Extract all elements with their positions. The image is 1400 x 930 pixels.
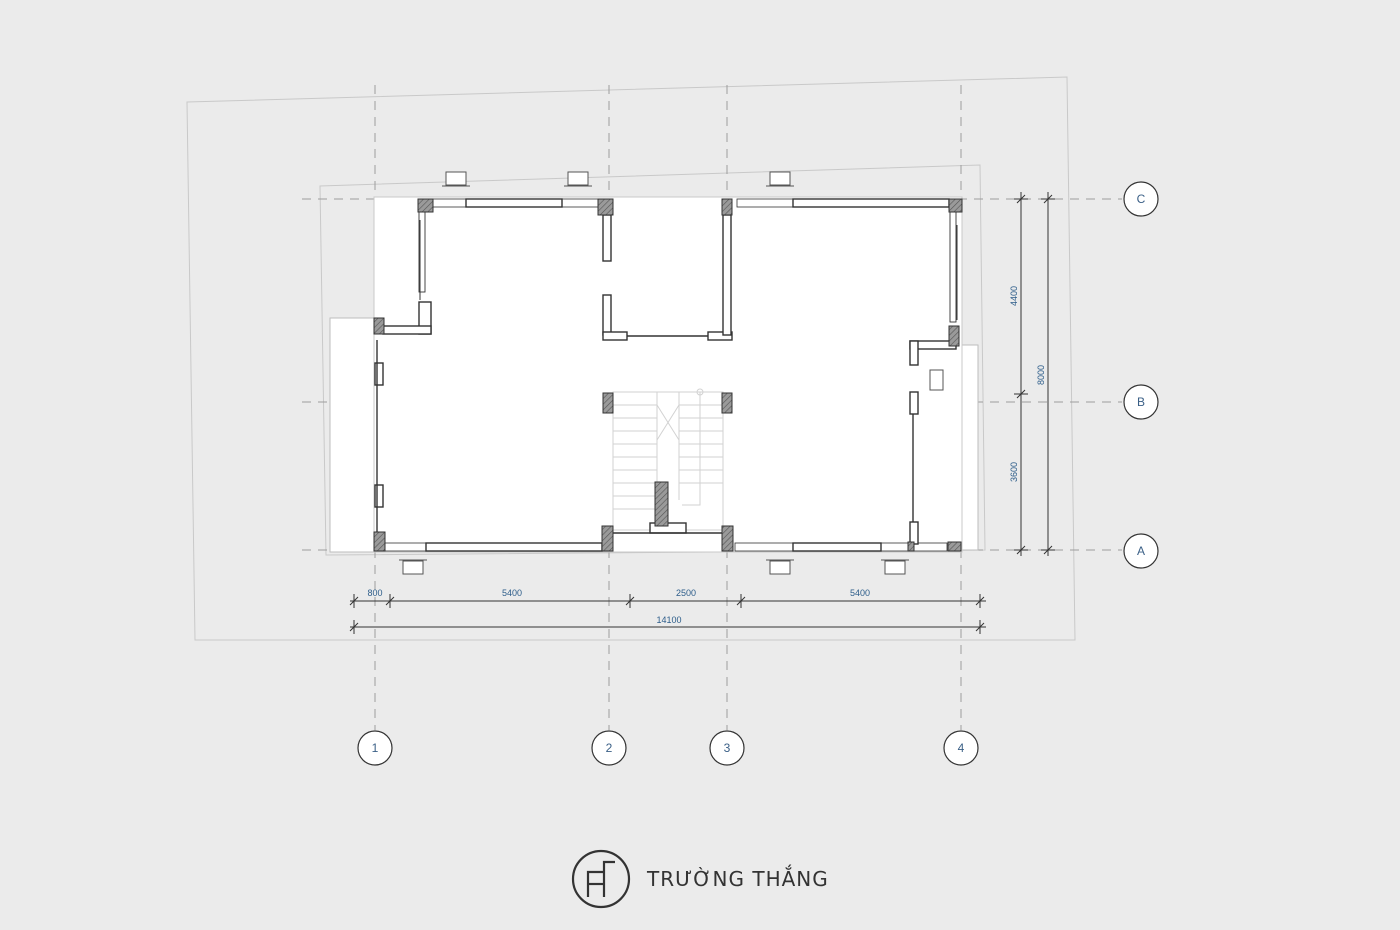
dimension-label: 5400 xyxy=(850,588,870,598)
grid-bubble-4: 4 xyxy=(943,730,979,766)
overall-dimension-label: 14100 xyxy=(656,615,681,625)
dimension-label: 5400 xyxy=(502,588,522,598)
dimension-label: 2500 xyxy=(676,588,696,598)
grid-label: 1 xyxy=(372,741,379,755)
grid-label: A xyxy=(1137,544,1145,558)
grid-bubble-a: A xyxy=(1123,533,1159,569)
ac-units xyxy=(399,171,944,575)
grid-label: 3 xyxy=(724,741,731,755)
grid-label: 4 xyxy=(958,741,965,755)
brand-name: TRƯỜNG THẮNG xyxy=(646,865,829,891)
grid-bubble-1: 1 xyxy=(357,730,393,766)
truong-thang-logo-icon xyxy=(571,849,631,909)
horizontal-dimension-lines xyxy=(349,594,986,634)
grid-bubble-c: C xyxy=(1123,181,1159,217)
walls xyxy=(374,198,958,552)
site-boundary xyxy=(186,76,1076,641)
vertical-dimension-lines xyxy=(1014,192,1055,556)
dimension-label: 800 xyxy=(367,588,382,598)
dimension-label: 4400 xyxy=(1009,286,1019,306)
grid-label: 2 xyxy=(606,741,613,755)
grid-label: C xyxy=(1137,192,1146,206)
overall-dimension-label: 8000 xyxy=(1036,365,1046,385)
dimension-label: 3600 xyxy=(1009,462,1019,482)
grid-bubble-b: B xyxy=(1123,384,1159,420)
grid-label: B xyxy=(1137,395,1145,409)
grid-bubble-3: 3 xyxy=(709,730,745,766)
grid-bubble-2: 2 xyxy=(591,730,627,766)
structural-columns xyxy=(373,198,963,552)
